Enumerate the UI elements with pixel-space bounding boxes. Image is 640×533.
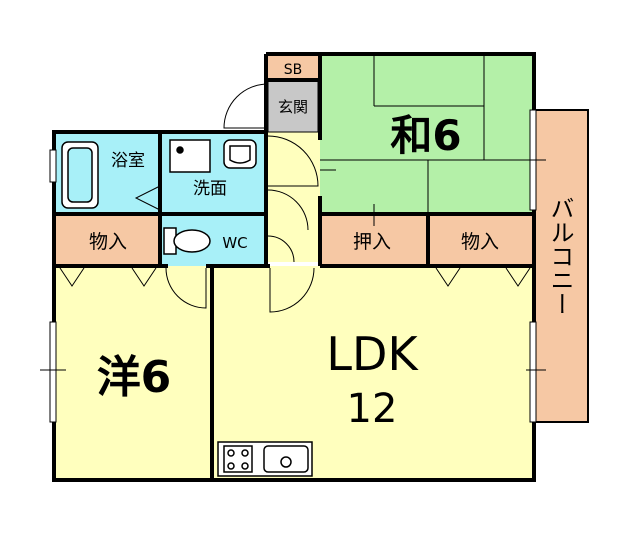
yoshitsu-label: 洋6 — [97, 352, 172, 403]
monoire-right-area — [430, 216, 532, 264]
monoire-left-label: 物入 — [89, 231, 127, 253]
bathtub-icon — [61, 141, 99, 209]
sb-area — [268, 56, 318, 80]
genkan-area — [268, 80, 318, 132]
monoire-right-label: 物入 — [461, 231, 499, 253]
yokushitsu-label: 浴室 — [111, 151, 145, 171]
washitsu-area — [320, 56, 532, 214]
ldk-size-label: 12 — [347, 386, 398, 432]
genkan-outline — [267, 79, 319, 133]
door-swings — [59, 83, 531, 313]
ldk-label: LDK — [326, 327, 419, 381]
yoshitsu-area — [56, 266, 212, 478]
tatami-lines — [320, 56, 532, 214]
senmen-label: 洗面 — [193, 179, 227, 199]
genkan-label: 玄関 — [278, 98, 308, 116]
kitchen-counter — [217, 441, 313, 477]
toilet-icon — [163, 227, 211, 255]
oshiire-label: 押入 — [353, 231, 391, 253]
genkan-floor — [268, 132, 320, 262]
sb-label: SB — [284, 62, 303, 78]
washbasin-icon — [169, 139, 257, 173]
washitsu-label: 和6 — [390, 111, 461, 160]
monoire-left-area — [56, 216, 160, 264]
wc-label: WC — [222, 234, 247, 252]
balcony-label: バルコニー — [546, 196, 574, 316]
walls — [52, 52, 536, 482]
